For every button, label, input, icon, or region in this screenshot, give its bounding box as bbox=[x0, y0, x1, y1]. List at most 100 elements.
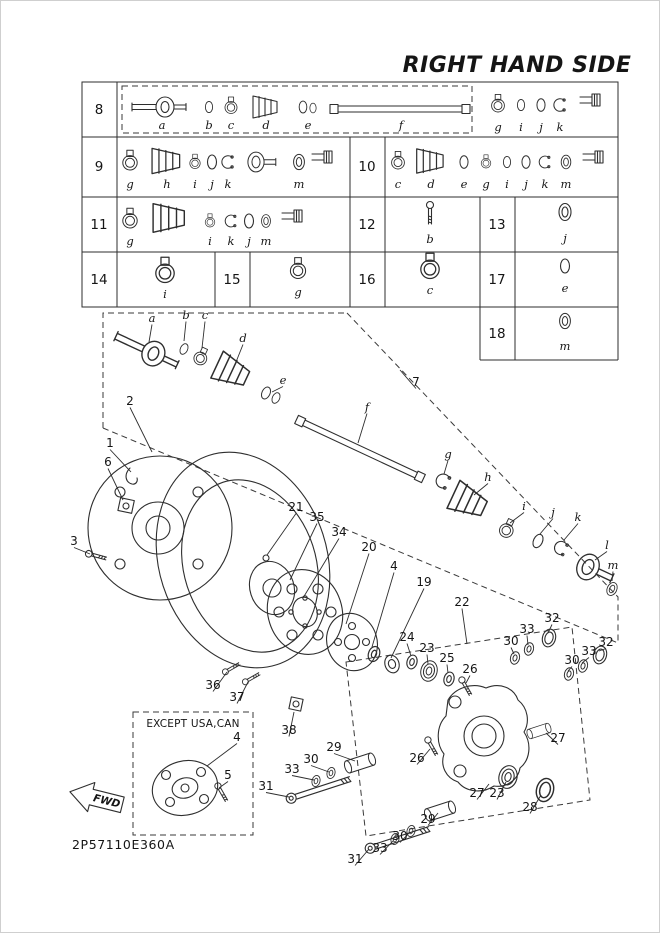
diagram-number-leader-21 bbox=[266, 513, 297, 556]
except-callout-leader-5 bbox=[218, 781, 229, 789]
ring-icon bbox=[516, 98, 526, 112]
collar-icon bbox=[525, 722, 553, 740]
wheel-hub-assembly bbox=[84, 451, 400, 712]
clamp-icon bbox=[496, 516, 518, 541]
ring-icon bbox=[604, 580, 620, 598]
except-callout-4: 4 bbox=[233, 730, 241, 744]
diagram-number-33: 33 bbox=[284, 762, 299, 776]
backing-plate bbox=[87, 455, 233, 601]
diagram-number-leader-20 bbox=[345, 553, 370, 625]
axle-dashed-box-bottom bbox=[102, 427, 619, 644]
table-part-label-g: g bbox=[482, 177, 489, 191]
diagram-letter-f: f bbox=[364, 400, 371, 414]
ring-icon bbox=[293, 153, 305, 171]
diagram-letter-leader-d bbox=[235, 344, 244, 363]
diagram-number-23: 23 bbox=[489, 786, 504, 800]
ring-icon bbox=[206, 154, 218, 170]
diagram-letter-leader-f bbox=[357, 413, 368, 444]
except-usa-can-label: EXCEPT USA,CAN bbox=[146, 718, 239, 730]
boot-icon bbox=[152, 202, 186, 234]
diagram-letter-leader-c bbox=[201, 321, 206, 349]
table-part-label-f: f bbox=[398, 118, 405, 132]
diagram-number-22: 22 bbox=[454, 595, 469, 609]
table-row-number-14: 14 bbox=[90, 272, 107, 288]
ring-icon bbox=[177, 341, 191, 357]
cotter-pin bbox=[125, 467, 138, 485]
hub-small-hole bbox=[316, 609, 322, 615]
ring-icon bbox=[536, 98, 546, 112]
table-part-label-g: g bbox=[494, 120, 501, 134]
diagram-number-4: 4 bbox=[390, 559, 398, 573]
table-part-label-g: g bbox=[294, 285, 301, 299]
plate-hole bbox=[347, 653, 357, 663]
diagram-number-leader-35 bbox=[289, 523, 318, 581]
spare-hub-hole bbox=[195, 766, 207, 778]
diagram-letter-leader-e bbox=[271, 386, 284, 393]
washer-icon bbox=[522, 641, 536, 657]
table-part-label-m: m bbox=[261, 234, 272, 248]
clamp-icon bbox=[122, 207, 138, 229]
clamp-icon bbox=[289, 257, 307, 280]
diagram-number-leader-30 bbox=[510, 647, 515, 655]
diagram-letter-leader-j bbox=[539, 518, 554, 535]
hub-hole bbox=[286, 583, 298, 595]
diagram-number-leader-30 bbox=[399, 831, 411, 843]
drum-center bbox=[262, 578, 282, 598]
ring-icon bbox=[309, 102, 317, 114]
diagram-number-leader-6 bbox=[107, 468, 124, 501]
cone-washer bbox=[384, 654, 400, 674]
diagram-letter-j: j bbox=[548, 505, 555, 519]
ring-icon bbox=[502, 155, 512, 169]
table-part-label-j: j bbox=[521, 177, 528, 191]
table-part-label-k: k bbox=[225, 177, 232, 191]
fwd-arrow-shape bbox=[69, 781, 125, 814]
diagram-number-29: 29 bbox=[420, 812, 435, 826]
table-part-label-i: i bbox=[163, 287, 167, 301]
diagram-number-leader-32 bbox=[598, 648, 607, 652]
parts-table-grid bbox=[81, 81, 619, 361]
table-row-number-15: 15 bbox=[223, 272, 240, 288]
diagram-number-leader-31 bbox=[265, 792, 290, 798]
plate-hole bbox=[333, 637, 343, 647]
diagram-number-21: 21 bbox=[288, 500, 303, 514]
diagram-number-33: 33 bbox=[372, 841, 387, 855]
diagram-number-leader-31 bbox=[354, 848, 370, 866]
table-row-number-17: 17 bbox=[488, 272, 505, 288]
table-row-number-18: 18 bbox=[488, 326, 505, 342]
spare-hub-hole bbox=[198, 793, 210, 805]
diagram-number-leader-33 bbox=[379, 840, 394, 855]
table-part-label-m: m bbox=[560, 339, 571, 353]
ring-icon bbox=[559, 258, 571, 274]
knuckle-body bbox=[437, 685, 530, 792]
diagram-letter-b: b bbox=[182, 308, 189, 322]
boot-icon bbox=[416, 148, 444, 174]
diagram-number-leader-32 bbox=[547, 624, 553, 634]
page-title: RIGHT HAND SIDE bbox=[403, 53, 632, 78]
ring-icon bbox=[204, 100, 214, 114]
diagram-letter-leader-k bbox=[563, 523, 579, 541]
diagram-letter-a: a bbox=[149, 311, 156, 325]
ring-icon bbox=[559, 312, 571, 330]
hub-plate bbox=[326, 612, 378, 672]
table-part-label-a: a bbox=[159, 118, 166, 132]
diagram-number-leader-30 bbox=[567, 666, 573, 672]
diagram-number-24: 24 bbox=[399, 630, 414, 644]
boot-icon bbox=[252, 95, 278, 119]
washer-icon bbox=[441, 670, 457, 688]
bearing-icon bbox=[418, 658, 440, 684]
ring-icon bbox=[269, 390, 283, 406]
table-part-label-b: b bbox=[426, 232, 433, 246]
stub-shaft-icon bbox=[579, 93, 601, 107]
table-row-number-10: 10 bbox=[358, 159, 375, 175]
spare-hub-hole bbox=[164, 796, 176, 808]
clamp-icon bbox=[191, 345, 212, 368]
diagram-number-leader-23 bbox=[496, 781, 507, 800]
table-part-label-k: k bbox=[542, 177, 549, 191]
castle-nut-hole bbox=[122, 502, 130, 510]
knuckle-ear-hole bbox=[453, 764, 467, 778]
table-part-label-m: m bbox=[294, 177, 305, 191]
table-row-number-9: 9 bbox=[95, 159, 104, 175]
except-callout-5: 5 bbox=[224, 768, 232, 782]
